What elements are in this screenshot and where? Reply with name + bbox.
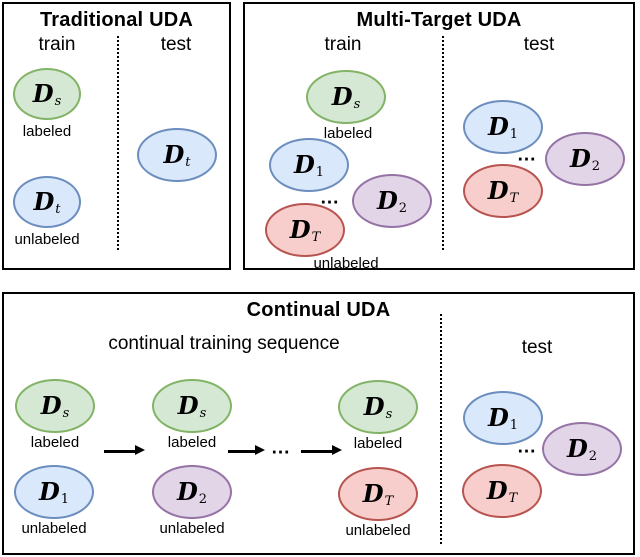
dataset-subscript: 1 — [509, 417, 519, 433]
sequence-arrow — [228, 446, 265, 455]
panel-title: Continual UDA — [246, 299, 391, 321]
dataset-symbol: D — [486, 476, 508, 505]
train-heading: train — [324, 34, 362, 55]
panel-title: Multi-Target UDA — [356, 9, 522, 31]
node-caption: labeled — [323, 125, 373, 142]
dataset-symbol: D — [32, 79, 54, 108]
panel-title: Traditional UDA — [39, 9, 193, 31]
dataset-subscript: 1 — [60, 491, 70, 507]
dataset-subscript: 1 — [315, 164, 325, 180]
dataset-symbol: D — [376, 186, 398, 215]
node-caption: unlabeled — [21, 520, 87, 537]
dataset-symbol: D — [487, 403, 509, 432]
dataset-symbol: D — [33, 187, 55, 216]
dataset-symbol: D — [362, 479, 384, 508]
ellipsis-text: ... — [517, 436, 537, 458]
node-caption: unlabeled — [345, 522, 411, 539]
dataset-symbol: D — [176, 477, 198, 506]
node-caption: unlabeled — [313, 255, 379, 272]
dataset-symbol: D — [487, 176, 509, 205]
dataset-subscript: t — [55, 201, 61, 217]
dataset-symbol: D — [363, 392, 385, 421]
dataset-symbol: D — [487, 112, 509, 141]
dataset-subscript: T — [311, 229, 321, 245]
node-caption: unlabeled — [14, 231, 80, 248]
dataset-symbol: D — [38, 477, 60, 506]
node-caption: labeled — [353, 435, 403, 452]
train-test-divider — [442, 36, 444, 250]
dataset-subscript: T — [509, 190, 519, 206]
sequence-arrow — [301, 446, 342, 455]
dataset-subscript: s — [62, 405, 70, 421]
dataset-subscript: T — [508, 490, 518, 506]
ellipsis-text: ... — [271, 437, 291, 459]
node-caption: unlabeled — [159, 520, 225, 537]
dataset-subscript: 2 — [591, 158, 601, 174]
train-heading: train — [38, 34, 76, 55]
test-heading: test — [521, 337, 553, 358]
dataset-symbol: D — [331, 82, 353, 111]
test-heading: test — [160, 34, 192, 55]
dataset-subscript: T — [384, 493, 394, 509]
ellipsis-text: ... — [517, 144, 537, 166]
dataset-subscript: s — [385, 406, 393, 422]
train-test-divider — [117, 36, 119, 250]
dataset-subscript: 1 — [509, 126, 519, 142]
node-caption: labeled — [167, 434, 217, 451]
sequence-heading: continual training sequence — [108, 333, 340, 354]
dataset-subscript: s — [54, 93, 62, 109]
test-heading: test — [523, 34, 555, 55]
panel-continual-uda: Continual UDA continual training sequenc… — [2, 292, 635, 555]
dataset-subscript: 2 — [588, 448, 598, 464]
dataset-symbol: D — [177, 391, 199, 420]
dataset-subscript: t — [185, 154, 191, 170]
dataset-subscript: 2 — [398, 200, 408, 216]
train-test-divider — [440, 314, 442, 544]
dataset-symbol: D — [566, 434, 588, 463]
dataset-symbol: D — [40, 391, 62, 420]
dataset-symbol: D — [293, 150, 315, 179]
dataset-subscript: s — [199, 405, 207, 421]
node-caption: labeled — [30, 434, 80, 451]
node-caption: labeled — [22, 123, 72, 140]
dataset-symbol: D — [569, 144, 591, 173]
dataset-symbol: D — [163, 140, 185, 169]
dataset-subscript: s — [353, 96, 361, 112]
ellipsis-text: ... — [320, 187, 340, 209]
dataset-subscript: 2 — [198, 491, 208, 507]
sequence-arrow — [104, 446, 145, 455]
dataset-symbol: D — [289, 215, 311, 244]
